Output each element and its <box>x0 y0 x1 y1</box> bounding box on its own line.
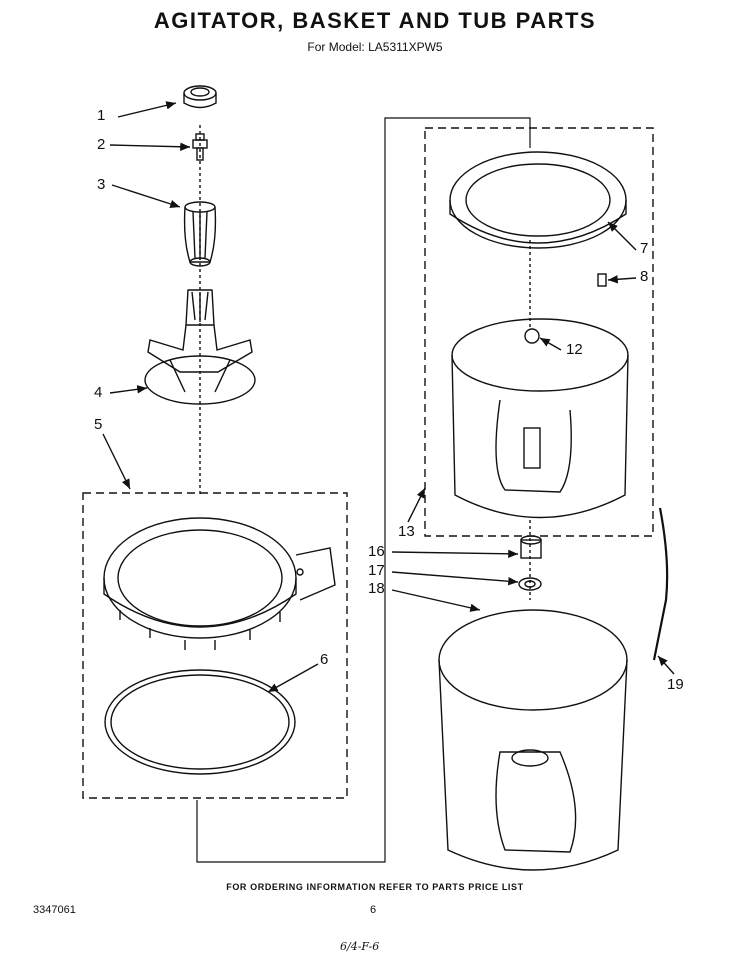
agitator-cap <box>183 85 217 109</box>
assembly-box-13 <box>424 127 654 537</box>
tub-ring <box>103 517 336 650</box>
callout-18: 17 <box>368 562 385 579</box>
callout-19: 19 <box>667 676 684 693</box>
model-subtitle: For Model: LA5311XPW5 <box>307 40 443 54</box>
spin-nut <box>524 328 540 344</box>
seal-washer <box>518 577 542 591</box>
callout-4: 4 <box>94 384 103 401</box>
callout-3: 3 <box>97 176 106 193</box>
tub-seal <box>104 669 296 775</box>
connector-line <box>196 117 531 863</box>
callout-5: 5 <box>94 416 103 433</box>
callout-8: 8 <box>640 268 649 285</box>
handwritten-note: 6/4-F-6 <box>340 940 380 953</box>
wash-basket <box>451 318 629 519</box>
callout-7: 7 <box>640 240 649 257</box>
page-number: 6 <box>370 904 377 916</box>
callout-1: 1 <box>97 107 106 124</box>
callout-12: 12 <box>566 341 583 358</box>
ordering-note: FOR ORDERING INFORMATION REFER TO PARTS … <box>226 882 524 892</box>
page-title: AGITATOR, BASKET AND TUB PARTS <box>153 8 597 33</box>
agitator-base <box>144 289 256 405</box>
balance-ring <box>449 151 627 249</box>
drive-block <box>520 535 542 559</box>
callout-13: 13 <box>398 523 415 540</box>
callout-2: 2 <box>97 136 106 153</box>
agitator-stud <box>192 133 208 161</box>
assembly-box-5 <box>82 492 348 799</box>
document-number: 3347061 <box>33 904 76 916</box>
clip <box>597 273 607 287</box>
outer-tub <box>438 609 628 871</box>
callout-17: 16 <box>368 543 385 560</box>
callout-16: 18 <box>368 580 385 597</box>
callout-6: 6 <box>320 651 329 668</box>
agitator-cam <box>183 201 217 267</box>
drain-hose <box>652 507 669 661</box>
